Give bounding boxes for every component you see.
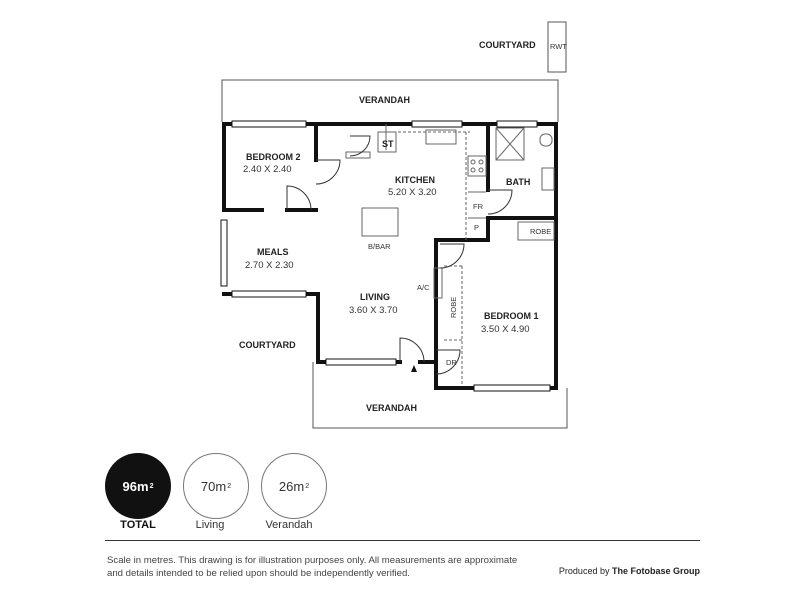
- floor-plan: RWT COURTYARD VERANDAH VERANDAH COURTYAR…: [220, 21, 568, 429]
- living-area-value: 70m: [200, 478, 227, 494]
- dr-label: DR: [446, 358, 457, 367]
- rainwater-tank: [547, 21, 567, 73]
- producer-company: The Fotobase Group: [611, 566, 700, 576]
- interior-lines: [345, 124, 555, 386]
- courtyard-top-label: COURTYARD: [479, 40, 536, 50]
- fridge-label: FR: [473, 202, 484, 211]
- bed1-robe-label: ROBE: [449, 297, 458, 318]
- bedroom1-name: BEDROOM 1: [484, 311, 539, 321]
- total-area-caption: TOTAL: [120, 519, 156, 531]
- courtyard-left-label: COURTYARD: [239, 340, 296, 350]
- bath-label: BATH: [506, 177, 530, 187]
- verandah-area-unit-sup: 2: [305, 482, 310, 490]
- pantry-label: P: [474, 223, 479, 232]
- bbar-label: B/BAR: [368, 242, 391, 251]
- door-swings: [286, 135, 513, 375]
- producer-credit: Produced by The Fotobase Group: [559, 566, 700, 576]
- total-area-unit-sup: 2: [149, 482, 154, 490]
- store-label: ST: [382, 139, 394, 149]
- footer-divider: [105, 540, 700, 541]
- entry-arrow: [411, 365, 417, 372]
- ac-label: A/C: [417, 283, 430, 292]
- bedroom2-name: BEDROOM 2: [246, 152, 301, 162]
- kitchen-name: KITCHEN: [395, 175, 435, 185]
- living-area-caption: Living: [195, 519, 225, 531]
- bath-robe-label: ROBE: [530, 227, 551, 236]
- top-verandah-label: VERANDAH: [359, 95, 410, 105]
- verandah-area-value: 26m: [278, 478, 305, 494]
- living-area-unit-sup: 2: [227, 482, 232, 490]
- bottom-verandah-label: VERANDAH: [366, 403, 417, 413]
- total-area-value: 96m: [122, 478, 149, 494]
- meals-dims: 2.70 X 2.30: [245, 260, 294, 271]
- windows: [220, 120, 551, 392]
- bedroom2-dims: 2.40 X 2.40: [243, 164, 292, 175]
- bottom-verandah-outline: [312, 362, 568, 429]
- bedroom1-dims: 3.50 X 4.90: [481, 324, 530, 335]
- living-name: LIVING: [360, 292, 390, 302]
- rwt-label: RWT: [550, 42, 567, 51]
- top-verandah-outline: [221, 79, 559, 122]
- verandah-area-caption: Verandah: [265, 519, 313, 531]
- meals-name: MEALS: [257, 247, 289, 257]
- disclaimer-text: Scale in metres. This drawing is for ill…: [107, 555, 518, 579]
- living-dims: 3.60 X 3.70: [349, 305, 398, 316]
- kitchen-dims: 5.20 X 3.20: [388, 187, 437, 198]
- produced-by-label: Produced by: [558, 566, 610, 576]
